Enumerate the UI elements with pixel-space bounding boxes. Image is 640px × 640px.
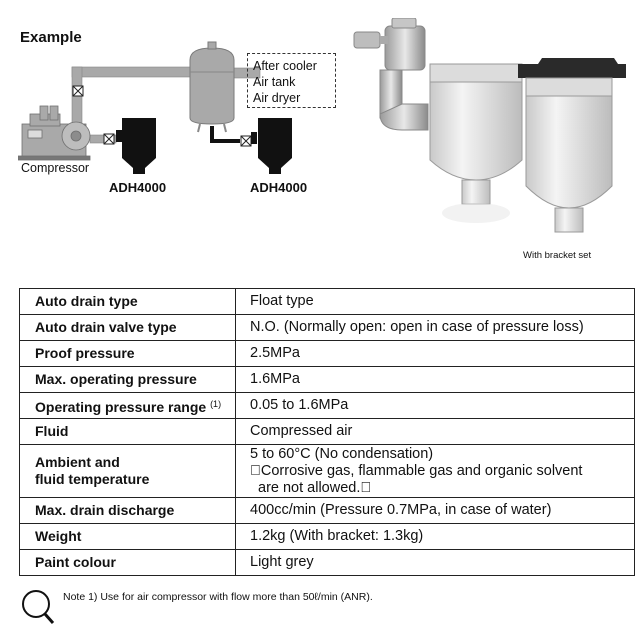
photo-caption: With bracket set — [523, 250, 592, 261]
product-photo — [353, 18, 626, 233]
spec-key: Operating pressure range — [35, 398, 207, 415]
spec-key: Max. operating pressure — [19, 366, 236, 393]
spec-value: Light grey — [235, 549, 635, 576]
spec-value:  Corrosive gas, flammable gas and organi… — [250, 462, 583, 479]
spec-value: 0.05 to 1.6MPa — [235, 392, 635, 419]
table-row: Max. operating pressure 1.6MPa — [19, 366, 635, 393]
table-row: Weight 1.2kg (With bracket: 1.3kg) — [19, 523, 635, 550]
table-row: Ambient and fluid temperature 5 to 60°C … — [19, 444, 635, 498]
auto-drain-unit-front — [429, 63, 523, 223]
spec-key: Proof pressure — [19, 340, 236, 367]
footnote: Note 1) Use for air compressor with flow… — [63, 591, 373, 603]
spec-value: 400cc/min (Pressure 0.7MPa, in case of w… — [235, 497, 635, 524]
drain-label-right: ADH4000 — [250, 180, 308, 195]
spec-key-cell: Operating pressure range (1) — [19, 392, 236, 419]
example-title: Example — [20, 29, 82, 46]
elbow-pipe-icon — [379, 69, 429, 131]
spec-key: Ambient and — [35, 454, 120, 470]
auto-drain-icon — [116, 118, 156, 174]
table-row: Proof pressure 2.5MPa — [19, 340, 635, 367]
spec-value: 1.2kg (With bracket: 1.3kg) — [235, 523, 635, 550]
table-row: Operating pressure range (1) 0.05 to 1.6… — [19, 392, 635, 419]
spec-value: 5 to 60°C (No condensation) — [250, 445, 434, 462]
spec-table: Auto drain type Float type Auto drain va… — [19, 288, 635, 576]
tank-piping — [210, 126, 240, 143]
equipment-item: Air dryer — [253, 91, 301, 105]
spec-key: Auto drain type — [19, 288, 236, 315]
spec-value: Float type — [235, 288, 635, 315]
piping-diagram — [18, 41, 292, 174]
valve-icon — [72, 85, 84, 97]
table-row: Paint colour Light grey — [19, 549, 635, 576]
auto-drain-unit-bracket — [518, 58, 626, 233]
magnifier-icon — [22, 590, 55, 624]
ball-valve-icon — [353, 18, 426, 71]
table-row: Max. drain discharge 400cc/min (Pressure… — [19, 497, 635, 524]
spec-value-cell: 5 to 60°C (No condensation)  Corrosive g… — [235, 444, 635, 498]
spec-key: fluid temperature — [35, 471, 150, 487]
valve-icon — [103, 133, 115, 145]
auto-drain-icon — [251, 118, 292, 174]
spec-key-cell: Ambient and fluid temperature — [19, 444, 236, 498]
spec-key: Max. drain discharge — [19, 497, 236, 524]
spec-key: Paint colour — [19, 549, 236, 576]
spec-key: Auto drain valve type — [19, 314, 236, 341]
valve-icon — [240, 135, 252, 147]
spec-value: Compressed air — [235, 418, 635, 445]
spec-key: Fluid — [19, 418, 236, 445]
equipment-item: After cooler — [253, 59, 317, 73]
spec-value: N.O. (Normally open: open in case of pre… — [235, 314, 635, 341]
table-row: Auto drain valve type N.O. (Normally ope… — [19, 314, 635, 341]
table-row: Fluid Compressed air — [19, 418, 635, 445]
equipment-box: After cooler Air tank Air dryer — [247, 53, 336, 108]
compressor-label: Compressor — [21, 161, 90, 175]
spec-value: 1.6MPa — [235, 366, 635, 393]
spec-value: 2.5MPa — [235, 340, 635, 367]
spec-value: are not allowed.  — [258, 479, 372, 496]
drain-label-left: ADH4000 — [109, 180, 167, 195]
note-reference: (1) — [210, 398, 222, 409]
compressor-icon — [18, 105, 91, 161]
air-tank-icon — [189, 41, 235, 133]
table-row: Auto drain type Float type — [19, 288, 635, 315]
spec-key: Weight — [19, 523, 236, 550]
equipment-item: Air tank — [253, 75, 296, 89]
